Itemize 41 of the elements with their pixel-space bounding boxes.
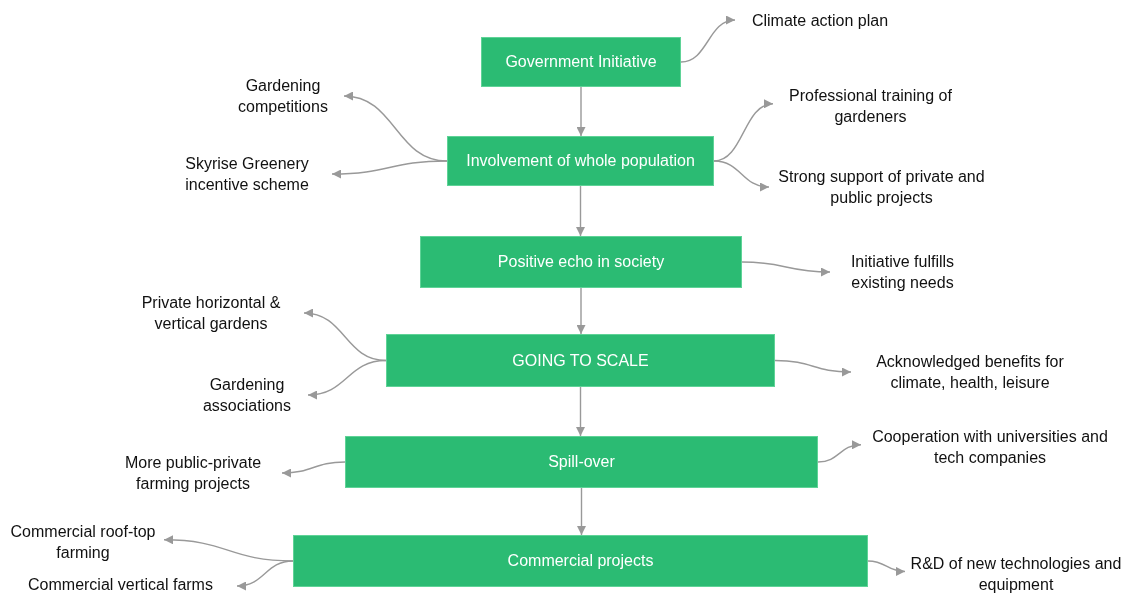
note-text: Gardening associations [201,375,292,416]
note-text: Strong support of private and public projects [777,167,986,208]
arrow [576,86,586,137]
note-text: Acknowledged benefits for climate, health, leisure [875,352,1065,393]
note-text: Gardening competitions [237,76,329,117]
process-box [447,136,714,186]
box-label: GOING TO SCALE [512,350,649,371]
note-text: Private horizontal & vertical gardens [140,293,282,334]
process-box [386,334,775,387]
note-text: Initiative fulfills existing needs [849,252,956,293]
box-label: Involvement of whole population [466,151,695,171]
box-label: Government Initiative [505,52,657,72]
arrow [774,359,852,377]
note-text: Climate action plan [751,10,889,31]
process-box [345,436,818,488]
arrow [281,461,346,478]
arrow [576,386,585,437]
arrow [741,261,831,277]
arrow [576,287,586,335]
box-label: Spill-over [548,452,615,472]
arrow [867,560,906,576]
arrow [713,160,770,191]
note-text: Professional training of gardeners [788,86,953,127]
arrow [331,160,448,179]
process-box [481,37,681,87]
arrow [307,359,387,399]
process-box [293,535,868,587]
arrow [576,185,585,237]
arrow [817,440,862,463]
note-text: Cooperation with universities and tech companies [871,427,1109,468]
note-text: Skyrise Greenery incentive scheme [184,154,310,195]
arrow [236,560,294,590]
process-box [420,236,742,288]
note-text: R&D of new technologies and equipment [909,553,1123,594]
arrow [680,16,736,63]
box-label: Commercial projects [507,551,654,571]
box-label: Positive echo in society [497,252,665,272]
arrow [577,487,586,536]
note-text: More public-private farming projects [123,453,263,494]
note-text: Commercial roof-top farming [9,522,157,563]
note-text: Commercial vertical farms [28,574,213,594]
